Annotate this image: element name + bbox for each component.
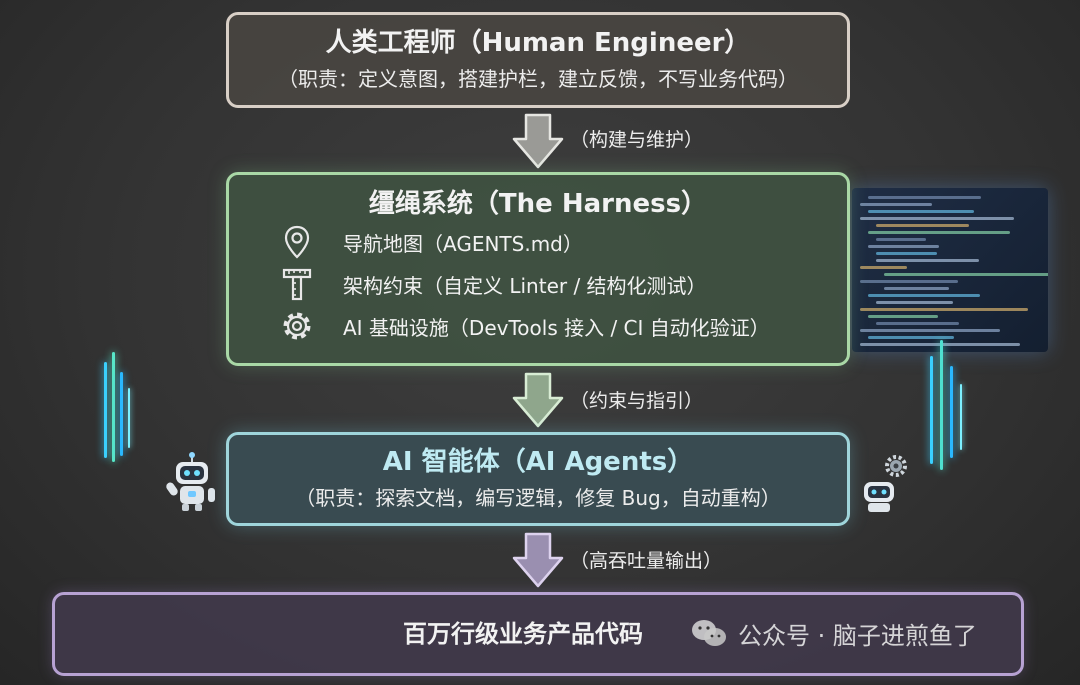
data-stream-right-decoration xyxy=(920,340,980,480)
code-line-decoration xyxy=(876,238,926,241)
code-line-decoration xyxy=(876,224,970,227)
code-screen-decoration xyxy=(852,188,1048,352)
build-maintain-label: （构建与维护） xyxy=(570,129,704,151)
ai-agents-box: AI 智能体（AI Agents） （职责：探索文档，编写逻辑，修复 Bug，自… xyxy=(226,432,850,526)
watermark-text: 公众号 · 脑子进煎鱼了 xyxy=(738,622,977,650)
watermark: 公众号 · 脑子进煎鱼了 xyxy=(690,616,977,651)
code-line-decoration xyxy=(868,315,939,318)
code-line-decoration xyxy=(860,266,907,269)
harness-item-label: 架构约束（自定义 Linter / 结构化测试） xyxy=(343,273,707,298)
code-line-decoration xyxy=(860,217,1015,220)
data-stream-left-decoration xyxy=(96,352,140,472)
gear-icon xyxy=(279,308,315,344)
harness-box: 缰绳系统（The Harness） 导航地图（AGENTS.md） 架构 xyxy=(226,172,850,366)
robot-icon xyxy=(164,452,220,512)
wechat-icon xyxy=(690,618,728,650)
code-line-decoration xyxy=(868,336,954,339)
harness-title: 缰绳系统（The Harness） xyxy=(368,189,708,219)
harness-item-navigation-map: 导航地图（AGENTS.md） xyxy=(279,221,847,263)
down-arrow-icon xyxy=(512,113,564,169)
code-line-decoration xyxy=(868,245,939,248)
down-arrow-icon xyxy=(512,372,564,428)
ruler-icon xyxy=(279,266,315,302)
code-line-decoration xyxy=(860,203,932,206)
human-engineer-title: 人类工程师（Human Engineer） xyxy=(325,28,751,58)
harness-item-architecture-constraints: 架构约束（自定义 Linter / 结构化测试） xyxy=(279,263,847,305)
ai-agents-title: AI 智能体（AI Agents） xyxy=(382,447,694,477)
high-throughput-label: （高吞吐量输出） xyxy=(570,550,723,572)
product-code-title: 百万行级业务产品代码 xyxy=(403,620,643,648)
harness-item-label: 导航地图（AGENTS.md） xyxy=(343,231,583,256)
code-line-decoration xyxy=(876,322,959,325)
robot-gear-icon xyxy=(858,452,914,514)
ai-agents-duties: （职责：探索文档，编写逻辑，修复 Bug，自动重构） xyxy=(295,486,781,510)
code-line-decoration xyxy=(868,294,980,297)
code-line-decoration xyxy=(884,273,1048,276)
code-line-decoration xyxy=(868,210,974,213)
code-line-decoration xyxy=(860,329,1001,332)
product-code-box: 百万行级业务产品代码 xyxy=(52,592,1024,676)
code-line-decoration xyxy=(860,280,958,283)
human-engineer-box: 人类工程师（Human Engineer） （职责：定义意图，搭建护栏，建立反馈… xyxy=(226,12,850,108)
code-line-decoration xyxy=(868,196,981,199)
harness-item-ai-infrastructure: AI 基础设施（DevTools 接入 / CI 自动化验证） xyxy=(279,305,847,347)
code-line-decoration xyxy=(876,301,953,304)
code-line-decoration xyxy=(876,252,937,255)
constrain-guide-label: （约束与指引） xyxy=(570,390,704,412)
harness-item-label: AI 基础设施（DevTools 接入 / CI 自动化验证） xyxy=(343,315,770,340)
down-arrow-icon xyxy=(512,532,564,588)
code-line-decoration xyxy=(868,231,1010,234)
code-line-decoration xyxy=(884,287,949,290)
code-line-decoration xyxy=(860,308,1029,311)
code-line-decoration xyxy=(876,259,980,262)
human-engineer-duties: （职责：定义意图，搭建护栏，建立反馈，不写业务代码） xyxy=(278,67,798,91)
map-pin-icon xyxy=(279,224,315,260)
